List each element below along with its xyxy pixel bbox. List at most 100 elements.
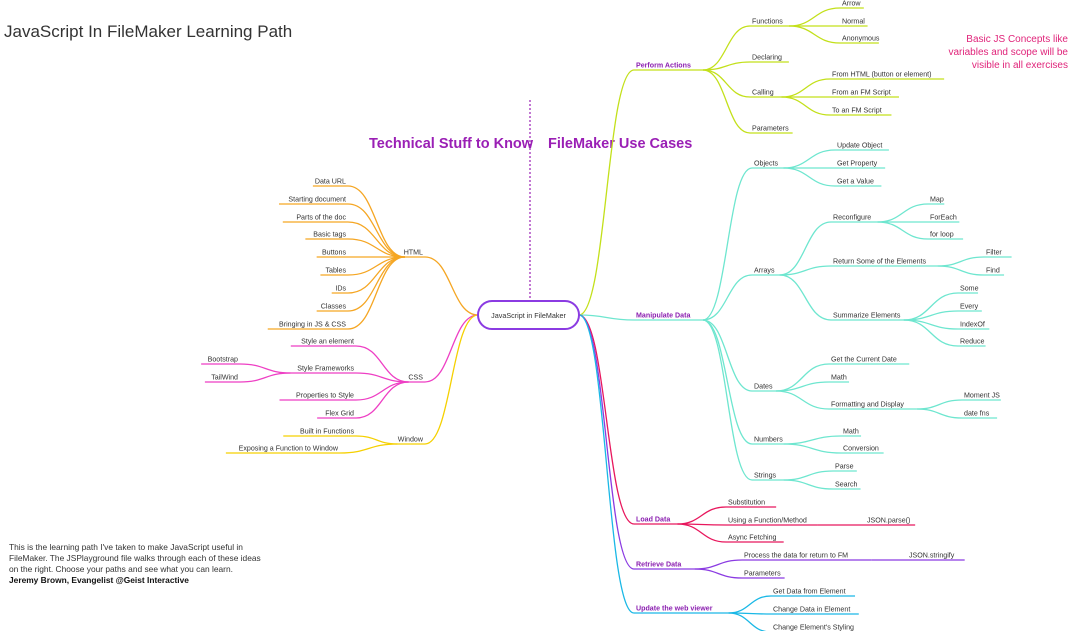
node-r3-1[interactable]: Parameters: [744, 570, 781, 578]
node-r4-2[interactable]: Change Element's Styling: [773, 624, 854, 631]
edge-r3-0: [694, 559, 743, 570]
node-r3-0-0[interactable]: JSON.stringify: [909, 552, 955, 560]
node-r1-1-0[interactable]: Reconfigure: [833, 214, 871, 222]
node-r0-1[interactable]: Declaring: [752, 54, 782, 62]
node-l0-0[interactable]: Data URL: [315, 178, 346, 186]
edge-r1-0: [702, 167, 753, 321]
node-l1-3[interactable]: Flex Grid: [325, 410, 354, 418]
node-r1-0[interactable]: Objects: [754, 160, 779, 168]
concepts-note: Basic JS Concepts like variables and sco…: [948, 34, 1068, 71]
edge-r1: [578, 314, 635, 321]
node-r3[interactable]: Retrieve Data: [636, 561, 681, 569]
node-r1-1[interactable]: Arrays: [754, 267, 775, 275]
edge-r0-2-2: [781, 96, 831, 116]
node-l1-2[interactable]: Properties to Style: [296, 392, 354, 400]
node-r0-3[interactable]: Parameters: [752, 125, 789, 133]
node-r0-2[interactable]: Calling: [752, 89, 774, 97]
node-r1-3-0[interactable]: Math: [843, 428, 859, 436]
node-r1-1-1-0[interactable]: Filter: [986, 249, 1002, 257]
node-r2-2[interactable]: Async Fetching: [728, 534, 777, 542]
edge-l0-7: [347, 256, 405, 312]
node-r3-0[interactable]: Process the data for return to FM: [744, 552, 848, 560]
edge-l1-3: [355, 381, 409, 419]
node-r1-3-1[interactable]: Conversion: [843, 445, 879, 453]
node-r1-4-1[interactable]: Search: [835, 481, 858, 489]
node-r1-2-1[interactable]: Math: [831, 374, 847, 382]
node-r1-3[interactable]: Numbers: [754, 436, 783, 444]
node-l2[interactable]: Window: [398, 436, 424, 444]
node-r1-1-2-0[interactable]: Some: [960, 285, 979, 293]
node-r1-4-0[interactable]: Parse: [835, 463, 854, 471]
node-r1-1-2[interactable]: Summarize Elements: [833, 312, 901, 320]
node-l0-1[interactable]: Starting document: [288, 196, 346, 204]
node-r4-0[interactable]: Get Data from Element: [773, 588, 846, 596]
node-r2-1[interactable]: Using a Function/Method: [728, 517, 807, 525]
node-r0-2-1[interactable]: From an FM Script: [832, 89, 891, 97]
node-r1-0-1[interactable]: Get Property: [837, 160, 878, 168]
edge-r4-0: [728, 595, 772, 614]
node-l0-6[interactable]: IDs: [335, 285, 346, 293]
node-r2[interactable]: Load Data: [636, 516, 670, 524]
node-r1-2[interactable]: Dates: [754, 383, 773, 391]
node-r1-1-1-1[interactable]: Find: [986, 267, 1000, 275]
node-l1-0[interactable]: Style an element: [301, 338, 354, 346]
node-r1-2-2[interactable]: Formatting and Display: [831, 401, 904, 409]
node-r0[interactable]: Perform Actions: [636, 62, 691, 70]
caption-author: Jeremy Brown, Evangelist @Geist Interact…: [9, 575, 189, 585]
node-l0-7[interactable]: Classes: [321, 303, 347, 311]
edge-l1: [424, 314, 479, 383]
edge-l0-0: [347, 185, 405, 258]
node-l1-1[interactable]: Style Frameworks: [297, 365, 354, 373]
node-r0-0-0[interactable]: Arrow: [842, 0, 861, 8]
node-r1-1-0-0[interactable]: Map: [930, 196, 944, 204]
node-l0-3[interactable]: Basic tags: [313, 231, 346, 239]
node-r4[interactable]: Update the web viewer: [636, 605, 713, 613]
node-l1-1-1[interactable]: TailWind: [211, 374, 238, 382]
node-r1-2-2-1[interactable]: date fns: [964, 410, 990, 418]
node-r2-0[interactable]: Substitution: [728, 499, 765, 507]
node-r0-0-2[interactable]: Anonymous: [842, 35, 880, 43]
node-l0-4[interactable]: Buttons: [322, 249, 347, 257]
edge-r4: [578, 314, 635, 614]
node-l2-0[interactable]: Built in Functions: [300, 428, 354, 436]
node-r1-1-0-1[interactable]: ForEach: [930, 214, 957, 222]
center-node[interactable]: [477, 300, 580, 330]
node-r1-2-0[interactable]: Get the Current Date: [831, 356, 897, 364]
edge-r1-1: [702, 274, 753, 321]
node-r0-0[interactable]: Functions: [752, 18, 783, 26]
node-r1-2-2-0[interactable]: Moment JS: [964, 392, 1000, 400]
node-r1-1-2-2[interactable]: IndexOf: [960, 321, 985, 329]
node-r1[interactable]: Manipulate Data: [636, 312, 690, 320]
node-r1-1-2-1[interactable]: Every: [960, 303, 979, 311]
node-r1-0-2[interactable]: Get a Value: [837, 178, 874, 186]
caption-body: This is the learning path I've taken to …: [9, 542, 261, 574]
edge-r1-0-0: [783, 149, 836, 169]
edge-r4-2: [728, 612, 768, 631]
heading-technical: Technical Stuff to Know: [369, 136, 534, 152]
node-l0-8[interactable]: Bringing in JS & CSS: [279, 321, 346, 329]
node-r1-0-0[interactable]: Update Object: [837, 142, 882, 150]
edge-r1-1-0: [779, 221, 832, 276]
heading-filemaker: FileMaker Use Cases: [548, 136, 693, 152]
node-r1-1-1[interactable]: Return Some of the Elements: [833, 258, 927, 266]
edge-r1-0-2: [783, 167, 836, 187]
node-l0-2[interactable]: Parts of the doc: [296, 214, 346, 222]
node-r0-2-2[interactable]: To an FM Script: [832, 107, 882, 115]
edge-r1-1-1-1: [937, 265, 985, 276]
node-r1-1-2-3[interactable]: Reduce: [960, 338, 985, 346]
node-r1-4[interactable]: Strings: [754, 472, 777, 480]
node-l0[interactable]: HTML: [404, 249, 423, 257]
edge-l0-1: [347, 203, 405, 258]
node-l1-1-0[interactable]: Bootstrap: [208, 356, 238, 364]
node-l2-1[interactable]: Exposing a Function to Window: [239, 445, 339, 453]
node-l1[interactable]: CSS: [408, 374, 423, 382]
edge-r1-3: [702, 319, 753, 445]
edge-r1-2: [702, 319, 753, 392]
node-r2-1-0[interactable]: JSON.parse(): [867, 517, 910, 525]
node-l0-5[interactable]: Tables: [325, 267, 346, 275]
node-r1-1-0-2[interactable]: for loop: [930, 231, 954, 239]
node-r0-2-0[interactable]: From HTML (button or element): [832, 71, 931, 79]
node-r0-0-1[interactable]: Normal: [842, 18, 865, 26]
node-r4-1[interactable]: Change Data in Element: [773, 606, 850, 614]
